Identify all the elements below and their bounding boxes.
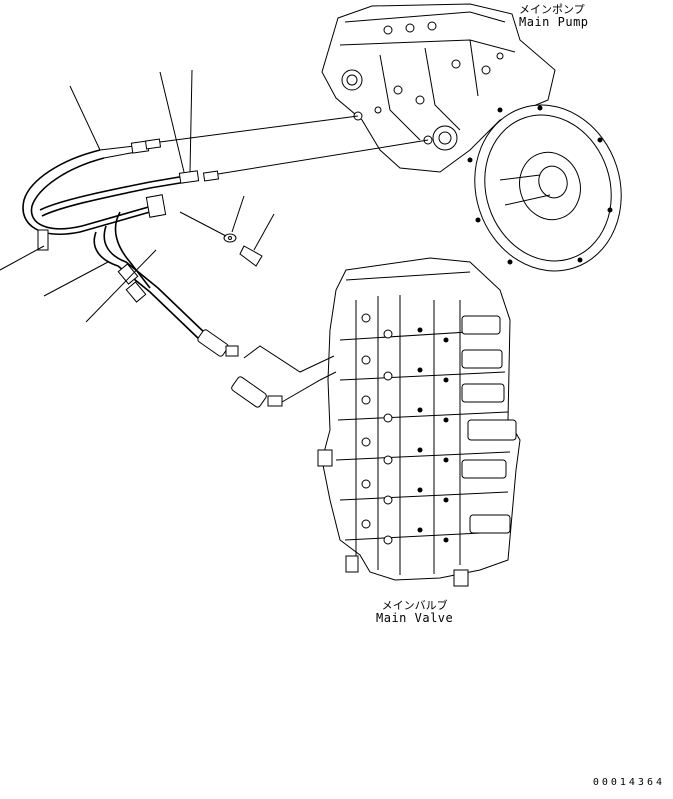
drawing-number: 00014364	[592, 777, 665, 788]
main-pump-label-en: Main Pump	[519, 15, 589, 29]
main-pump-drawing	[321, 3, 622, 272]
main-pump-label-jp: メインポンプ	[519, 3, 585, 16]
main-pump-label: メインポンプ Main Pump	[519, 3, 589, 29]
main-valve-label-en: Main Valve	[376, 611, 454, 625]
hose-assembly-drawing	[0, 69, 429, 408]
main-valve-label: メインバルブ Main Valve	[376, 599, 453, 625]
main-valve-label-jp: メインバルブ	[381, 599, 448, 612]
main-valve-drawing	[317, 257, 521, 587]
